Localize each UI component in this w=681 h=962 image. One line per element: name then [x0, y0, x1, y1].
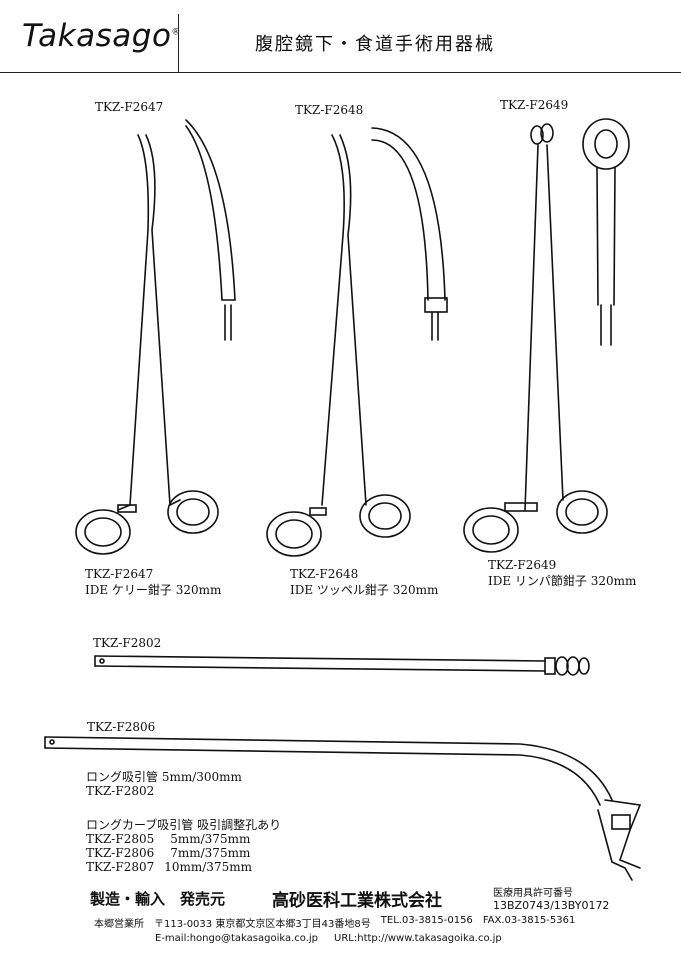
variant-row: TKZ-F2805 5mm/375mm: [86, 832, 281, 846]
header-divider-horizontal: [0, 72, 681, 73]
long-tube-name: ロング吸引管 5mm/300mm: [86, 770, 242, 784]
caption-name: IDE ケリー鉗子 320mm: [85, 583, 222, 597]
caption-code: TKZ-F2647: [85, 567, 154, 581]
variant-size: 5mm/375mm: [170, 832, 251, 846]
license-block: 医療用具許可番号 13BZ0743/13BY0172: [493, 884, 609, 912]
variant-size: 10mm/375mm: [164, 860, 252, 874]
tuppel-forceps-drawing: [266, 134, 411, 557]
caption-f2648: TKZ-F2648 IDE ツッペル鉗子 320mm: [290, 566, 438, 598]
tube-label-f2806: TKZ-F2806: [87, 720, 156, 734]
caption-f2649: TKZ-F2649 IDE リンパ節鉗子 320mm: [488, 557, 636, 589]
office-fax: FAX.03-3815-5361: [482, 915, 576, 926]
lymph-node-forceps-drawing: [463, 123, 608, 553]
straight-suction-tube-drawing: [94, 655, 590, 676]
email-link[interactable]: E-mail:hongo@takasagoika.co.jp: [155, 933, 319, 944]
variant-row: TKZ-F2807 10mm/375mm: [86, 860, 281, 874]
office-tel: TEL.03-3815-0156: [380, 915, 473, 926]
variant-code: TKZ-F2807: [86, 860, 155, 874]
variant-code: TKZ-F2805: [86, 832, 155, 846]
tuppel-jaw-detail-drawing: [371, 127, 448, 341]
footer-company: 高砂医科工業株式会社: [272, 891, 442, 911]
office-label: 本郷営業所: [94, 919, 144, 930]
logo-text: Takasago: [22, 18, 172, 54]
footer-contact-row: E-mail:hongo@takasagoika.co.jp URL:http:…: [155, 933, 502, 944]
caption-f2647: TKZ-F2647 IDE ケリー鉗子 320mm: [85, 566, 221, 598]
kelly-jaw-detail-drawing: [185, 119, 236, 341]
license-label: 医療用具許可番号: [493, 888, 573, 899]
footer-role: 製造・輸入 発売元: [90, 890, 226, 908]
variant-size: 7mm/375mm: [170, 846, 251, 860]
variant-row: TKZ-F2806 7mm/375mm: [86, 846, 281, 860]
header-divider-vertical: [178, 14, 179, 72]
code-label-f2647: TKZ-F2647: [95, 100, 164, 114]
lymph-jaw-detail-drawing: [582, 118, 630, 346]
office-address: 〒113-0033 東京都文京区本郷3丁目43番地8号: [154, 919, 371, 930]
page-title: 腹腔鏡下・食道手術用器械: [255, 34, 495, 55]
footer-address-row: 本郷営業所 〒113-0033 東京都文京区本郷3丁目43番地8号 TEL.03…: [94, 915, 575, 930]
code-label-f2648: TKZ-F2648: [295, 103, 364, 117]
caption-name: IDE ツッペル鉗子 320mm: [290, 583, 439, 597]
kelly-forceps-drawing: [75, 134, 219, 555]
long-tube-description: ロング吸引管 5mm/300mm TKZ-F2802: [86, 770, 242, 798]
curved-suction-tube-drawing: [44, 736, 642, 881]
tube-label-f2802: TKZ-F2802: [93, 636, 162, 650]
curve-tube-name: ロングカーブ吸引管 吸引調整孔あり: [86, 818, 282, 832]
caption-name: IDE リンパ節鉗子 320mm: [488, 574, 637, 588]
website-link[interactable]: URL:http://www.takasagoika.co.jp: [334, 933, 502, 944]
curve-tube-description: ロングカーブ吸引管 吸引調整孔あり TKZ-F2805 5mm/375mm TK…: [86, 818, 281, 874]
code-label-f2649: TKZ-F2649: [500, 98, 569, 112]
caption-code: TKZ-F2649: [488, 558, 557, 572]
registered-mark: ®: [171, 27, 181, 38]
caption-code: TKZ-F2648: [290, 567, 359, 581]
long-tube-code: TKZ-F2802: [86, 784, 155, 798]
variant-code: TKZ-F2806: [86, 846, 155, 860]
license-numbers: 13BZ0743/13BY0172: [493, 899, 610, 912]
company-logo: Takasago®: [22, 18, 181, 54]
